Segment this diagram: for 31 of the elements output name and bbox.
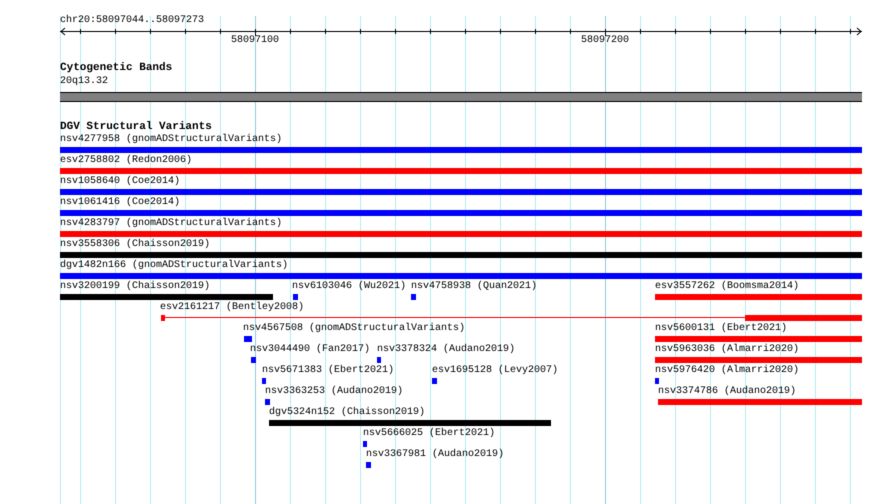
band-label: 20q13.32: [60, 76, 108, 88]
variant-label: nsv5600131 (Ebert2021): [655, 323, 788, 335]
variant-label: nsv6103046 (Wu2021): [292, 281, 406, 293]
variant-label: dgv5324n152 (Chaisson2019): [269, 407, 426, 419]
variant-label: nsv4283797 (gnomADStructuralVariants): [60, 218, 282, 230]
variant-label: nsv5666025 (Ebert2021): [363, 428, 496, 440]
variant-label: nsv5963036 (Almarri2020): [655, 344, 800, 356]
variant-label: nsv3374786 (Audano2019): [658, 386, 796, 398]
variant-label: nsv3363253 (Audano2019): [265, 386, 404, 398]
track-heading: Cytogenetic Bands: [60, 62, 172, 75]
variant-label: nsv4277958 (gnomADStructuralVariants): [60, 134, 282, 146]
variant-label: nsv3558306 (Chaisson2019): [60, 239, 210, 251]
variant-label: esv2161217 (Bentley2008): [160, 302, 304, 314]
tick-label: 58097200: [580, 35, 630, 47]
track-heading: DGV Structural Variants: [60, 121, 212, 134]
variant-label: nsv4758938 (Quan2021): [411, 281, 538, 293]
variant-label: esv2758802 (Redon2006): [60, 155, 192, 167]
variant-label: nsv5976420 (Almarri2020): [655, 365, 800, 377]
tick-label: 58097100: [230, 35, 280, 47]
variant-label: nsv1061416 (Coe2014): [60, 197, 180, 209]
variant-label: nsv1058640 (Coe2014): [60, 176, 180, 188]
variant-label: esv3557262 (Boomsma2014): [655, 281, 800, 293]
variant-label: nsv3367981 (Audano2019): [366, 449, 504, 461]
variant-label: dgv1482n166 (gnomADStructuralVariants): [60, 260, 288, 272]
variant-label: nsv4567508 (gnomADStructuralVariants): [243, 323, 466, 335]
variant-label: nsv3044490 (Fan2017): [250, 344, 370, 356]
variant-label: nsv3200199 (Chaisson2019): [60, 281, 210, 293]
variant-label: esv1695128 (Levy2007): [432, 365, 558, 377]
chromosome-location: chr20:58097044..58097273: [60, 15, 204, 27]
variant-label: nsv5671383 (Ebert2021): [262, 365, 394, 377]
variant-label: nsv3378324 (Audano2019): [377, 344, 516, 356]
